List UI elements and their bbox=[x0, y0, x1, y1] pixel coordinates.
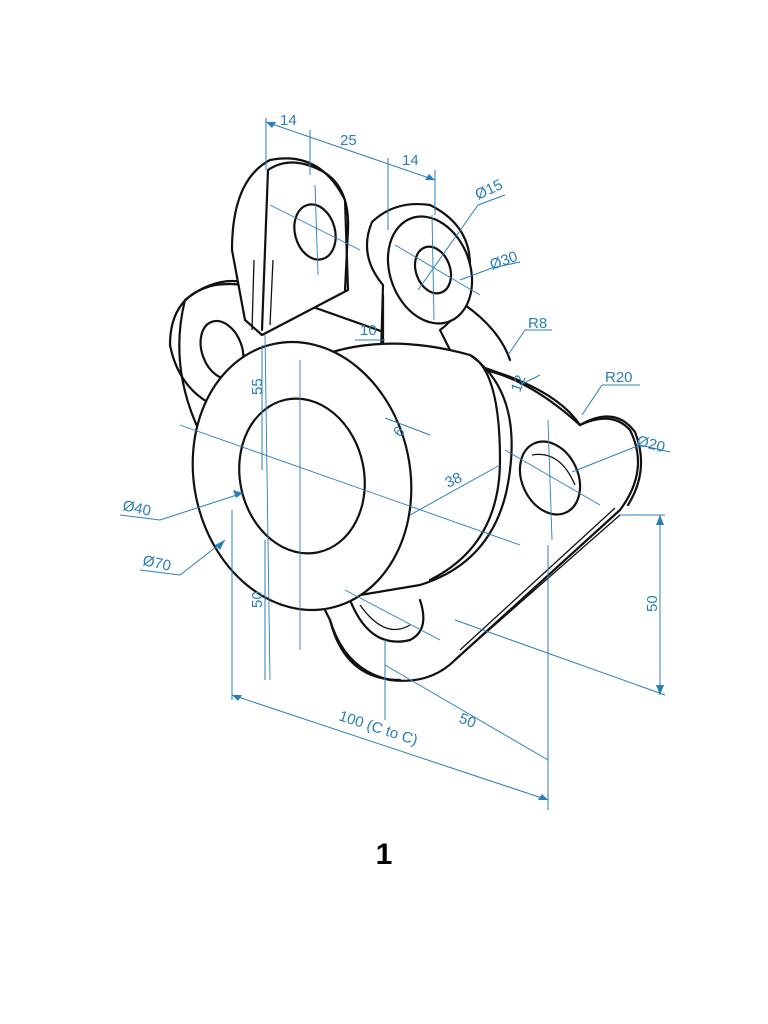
dim-r8: R8 bbox=[528, 315, 547, 332]
main-boss bbox=[191, 340, 513, 612]
dimension-lines bbox=[119, 118, 671, 810]
dim-14-left: 14 bbox=[280, 112, 297, 129]
dim-50-right: 50 bbox=[644, 595, 661, 612]
dim-38: 38 bbox=[443, 469, 465, 491]
left-lug bbox=[230, 157, 350, 337]
dim-r20: R20 bbox=[605, 369, 633, 386]
dim-55: 55 bbox=[249, 378, 266, 395]
dim-dia30: Ø30 bbox=[488, 248, 520, 274]
dim-100-c-to-c: 100 (C to C) bbox=[337, 708, 420, 749]
dim-dia40: Ø40 bbox=[121, 497, 152, 520]
page-number: 1 bbox=[375, 838, 393, 871]
dim-dia15: Ø15 bbox=[473, 176, 506, 203]
dim-12: 12 bbox=[508, 373, 530, 394]
dim-50-left: 50 bbox=[249, 591, 266, 608]
center-lines bbox=[179, 184, 601, 681]
dim-25: 25 bbox=[340, 132, 357, 149]
dim-50-bottom: 50 bbox=[457, 710, 479, 732]
dim-dia70: Ø70 bbox=[141, 552, 172, 575]
dim-14-right: 14 bbox=[402, 152, 419, 169]
dim-10: 10 bbox=[360, 322, 377, 339]
dim-dia20: Ø20 bbox=[635, 432, 667, 456]
